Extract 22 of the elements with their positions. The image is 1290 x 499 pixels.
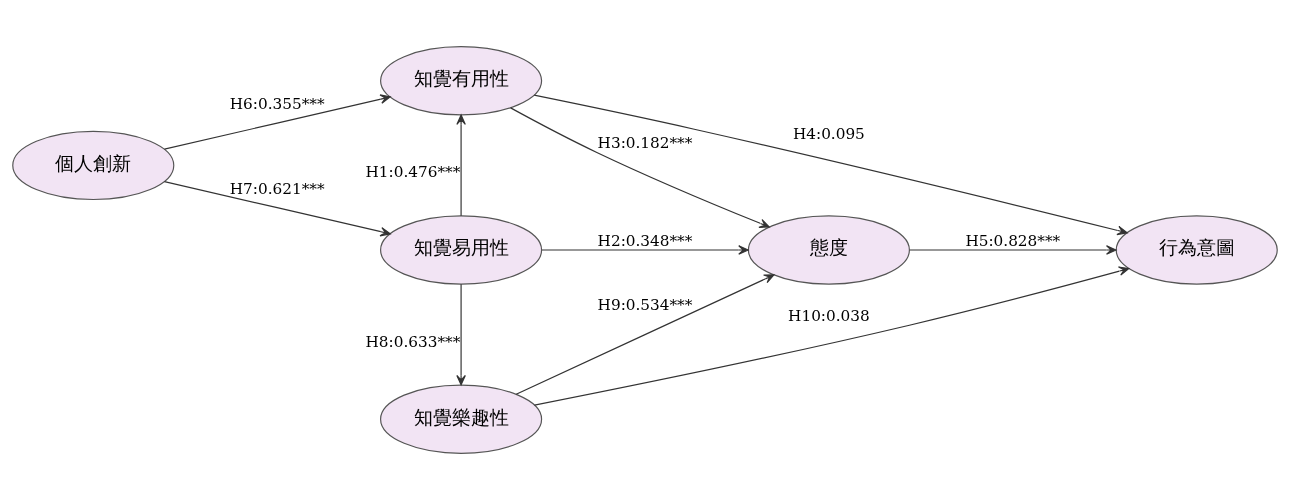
edge-label: H4:0.095 — [792, 124, 865, 143]
node-ellipse: 知覺樂趣性 — [380, 384, 543, 454]
arrow — [163, 180, 391, 236]
arrow — [515, 273, 775, 395]
arrow — [456, 283, 466, 385]
arrow — [510, 106, 770, 228]
edge-label: H10:0.038 — [788, 306, 870, 325]
edge-label: H6:0.355*** — [229, 94, 325, 113]
edge-label: H3:0.182*** — [597, 133, 693, 152]
arrow — [533, 94, 1128, 235]
edge-label: H1:0.476*** — [365, 162, 461, 181]
arrow — [163, 93, 391, 150]
arrow — [533, 265, 1130, 406]
node-ellipse: 個人創新 — [12, 130, 175, 200]
edge-label: H8:0.633*** — [365, 332, 461, 351]
arrow — [541, 244, 749, 255]
edge-label: H7:0.621*** — [229, 179, 325, 198]
arrow — [909, 244, 1117, 255]
arrow — [456, 113, 466, 216]
edge-label: H9:0.534*** — [597, 295, 693, 314]
edge-label: H2:0.348*** — [597, 231, 693, 250]
edge-label: H5:0.828*** — [965, 231, 1061, 250]
